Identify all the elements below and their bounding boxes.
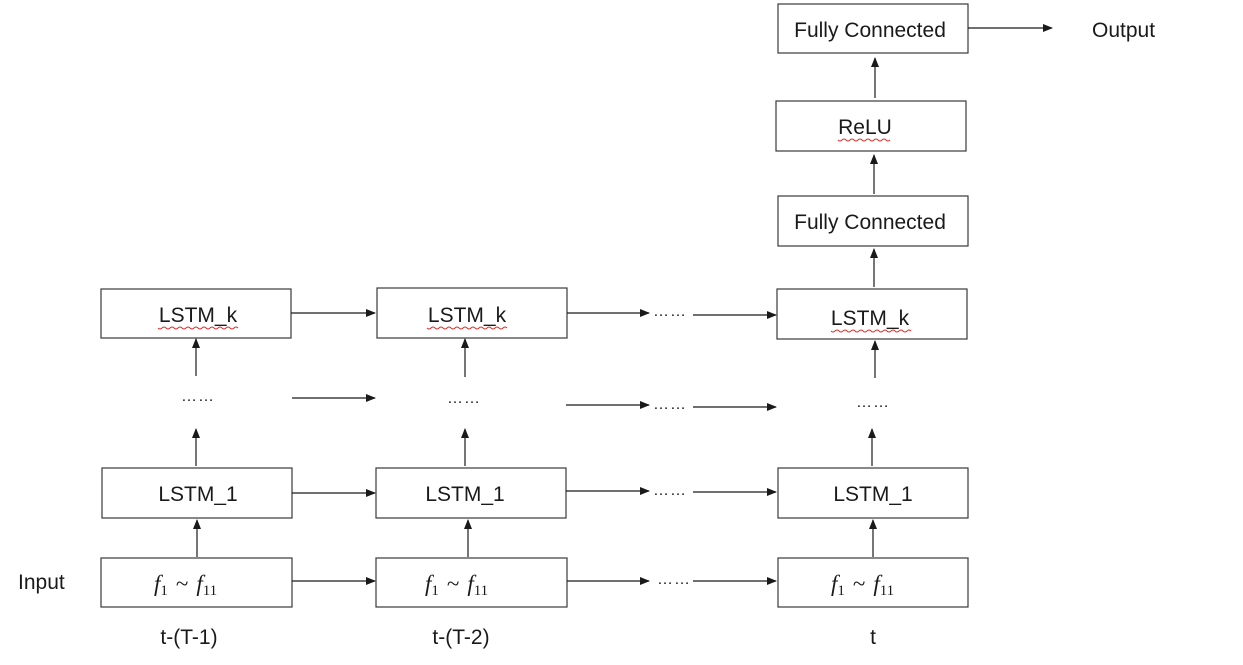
ellipsis-lstm1-row: …… — [653, 482, 687, 499]
ellipsis-mid-col2: …… — [447, 390, 481, 407]
ellipsis-mid-col3: …… — [856, 394, 890, 411]
feature-box-col3: f1~f11 — [777, 557, 969, 608]
feature-sub: 11 — [880, 583, 894, 599]
feature-sub: 1 — [837, 583, 845, 599]
lstm-1-box-col2: LSTM_1 — [375, 467, 567, 519]
feature-f: f — [873, 571, 883, 596]
ellipsis-input-row: …… — [657, 571, 691, 588]
lstm-1-label-col3: LSTM_1 — [833, 483, 912, 506]
relu-box: ReLU — [775, 100, 967, 152]
feature-tilde: ~ — [176, 571, 188, 596]
fully-connected-mid-box: Fully Connected — [777, 195, 969, 247]
feature-sub: 1 — [160, 583, 168, 599]
lstm-k-label-col2: LSTM_k — [428, 304, 507, 327]
feature-tilde: ~ — [853, 571, 865, 596]
relu-label: ReLU — [838, 116, 892, 139]
feature-sub: 11 — [474, 583, 488, 599]
feature-expression-col1: f1~f11 — [154, 571, 217, 599]
feature-box-col1: f1~f11 — [100, 557, 293, 608]
feature-sub: 11 — [203, 583, 217, 599]
lstm-k-box-col3: LSTM_k — [776, 288, 968, 340]
spellcheck-underline — [830, 329, 912, 333]
lstm-k-label-col3: LSTM_k — [831, 307, 910, 330]
lstm-1-label-col1: LSTM_1 — [158, 483, 237, 506]
feature-f: f — [154, 571, 164, 596]
lstm-1-label-col2: LSTM_1 — [425, 483, 504, 506]
spellcheck-underline — [157, 326, 239, 330]
time-label-col2: t-(T-2) — [432, 626, 489, 649]
ellipsis-mid-col1: …… — [181, 388, 215, 405]
feature-f: f — [196, 571, 206, 596]
feature-f: f — [425, 571, 435, 596]
lstm-k-label-col1: LSTM_k — [159, 304, 238, 327]
fully-connected-top-box: Fully Connected — [777, 3, 969, 54]
feature-sub: 1 — [431, 583, 439, 599]
feature-expression-col2: f1~f11 — [425, 571, 488, 599]
feature-tilde: ~ — [447, 571, 459, 596]
ellipsis-lstmk-row: …… — [653, 303, 687, 320]
time-label-col1: t-(T-1) — [160, 626, 217, 649]
feature-f: f — [831, 571, 841, 596]
spellcheck-underline — [837, 138, 891, 142]
lstm-1-box-col1: LSTM_1 — [101, 467, 293, 519]
spellcheck-underline — [426, 326, 508, 330]
feature-f: f — [467, 571, 477, 596]
feature-box-col2: f1~f11 — [375, 557, 568, 608]
fully-connected-top-label: Fully Connected — [794, 19, 946, 42]
time-label-col3: t — [870, 626, 876, 649]
input-label: Input — [18, 571, 65, 594]
fully-connected-mid-label: Fully Connected — [794, 211, 946, 234]
lstm-1-box-col3: LSTM_1 — [777, 467, 969, 519]
feature-expression-col3: f1~f11 — [831, 571, 894, 599]
output-label: Output — [1092, 19, 1155, 42]
lstm-k-box-col2: LSTM_k — [376, 287, 568, 339]
ellipsis-mid-row: …… — [653, 396, 687, 413]
lstm-k-box-col1: LSTM_k — [100, 288, 292, 339]
